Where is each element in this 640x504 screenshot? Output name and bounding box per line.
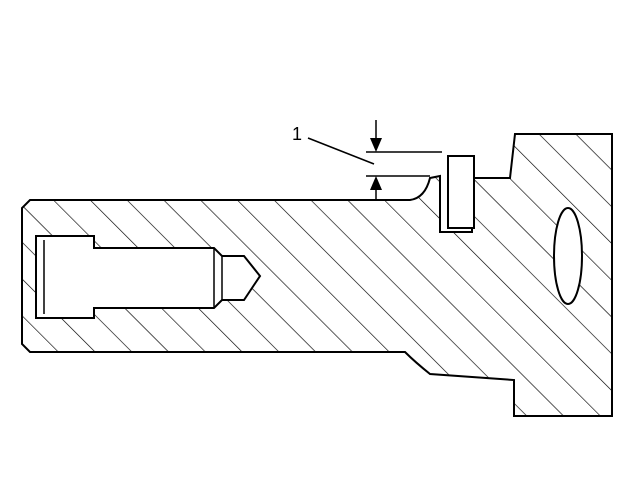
dimension-arrow-bottom-head	[370, 176, 382, 190]
callout-1-leader	[307, 137, 375, 165]
key-insert	[447, 155, 475, 229]
cross-hole	[553, 207, 583, 305]
callout-1-label: 1	[292, 124, 302, 144]
dimension-arrow-top-head	[370, 138, 382, 152]
shaft-body	[21, 133, 613, 417]
internal-bore	[35, 235, 262, 319]
